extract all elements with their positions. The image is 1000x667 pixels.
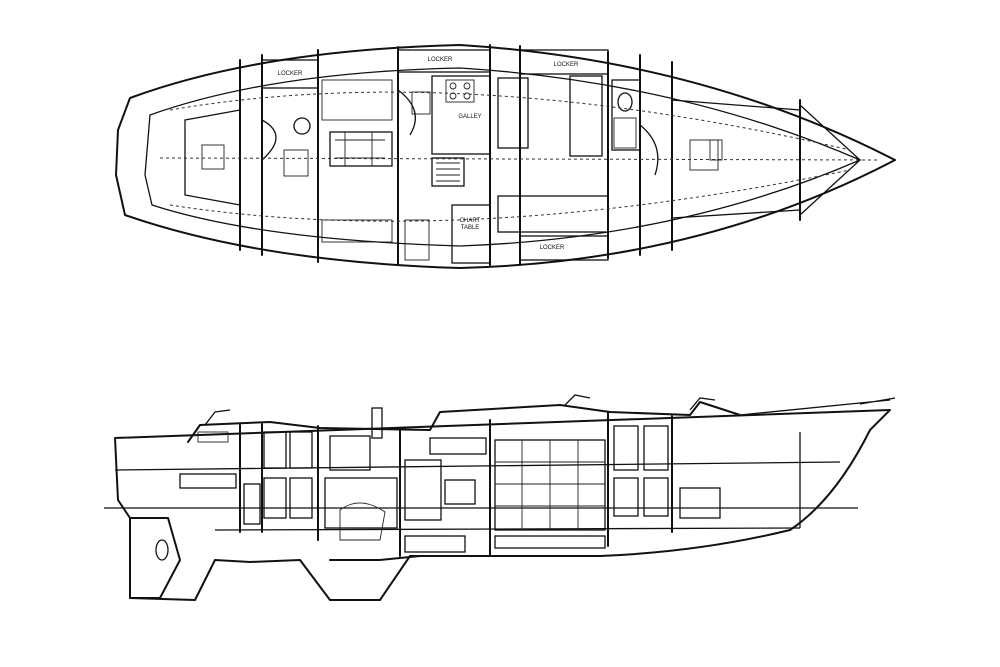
plan-toilet [617,92,633,112]
profile-deck-line [114,461,841,471]
plan-head [611,79,641,151]
profile-engine-detail [339,502,386,541]
profile-locker [613,477,639,517]
profile-hatch [689,397,716,411]
plan-hull-outline [115,44,896,269]
profile-companionway-steps [329,435,371,471]
profile-keel [329,555,421,561]
profile-tank [494,535,606,549]
plan-label-locker-aft: LOCKER [278,71,303,77]
plan-companionway [431,157,465,187]
plan-cabinet [283,149,309,177]
plan-locker-stbd [519,235,609,261]
plan-stove-burner [463,82,471,90]
plan-locker-aft [261,59,319,89]
profile-cabinet-grid [495,440,605,530]
plan-stove-burner [449,82,457,90]
plan-engine [329,131,393,167]
plan-sheer-stbd [169,169,851,222]
plan-galley [431,75,491,155]
plan-cabinet [404,219,430,261]
plan-door-swing [261,119,277,161]
plan-label-locker-fwd: LOCKER [554,62,579,68]
plan-locker-fwd [519,49,609,75]
plan-label-chart: CHART [460,218,481,224]
plan-wheel [293,117,311,135]
profile-cabin-sole [214,527,801,531]
profile-quarter-berth [179,473,237,489]
profile-engine [324,477,398,529]
profile-propeller [155,539,169,561]
plan-label-table: TABLE [461,225,480,231]
profile-vberth [679,487,721,519]
profile-galley-block [404,459,442,521]
profile-shelf [429,437,487,455]
plan-table [569,75,603,157]
plan-cabinet [321,79,393,121]
profile-hull-outline [114,409,891,601]
profile-bow-pulpit [739,397,896,416]
plan-chart-table [451,204,491,264]
profile-locker [643,425,669,471]
plan-stove [445,79,475,103]
plan-cabinet [709,139,723,161]
profile-locker [263,431,287,469]
profile-cabin-trunk [187,401,741,443]
profile-tank [404,535,466,553]
plan-cabinet [321,219,393,243]
plan-vberth [671,99,801,219]
profile-hatch [564,394,591,406]
profile-galley-stove [444,479,476,505]
plan-locker-mid [397,49,491,73]
plan-stove-burner [463,92,471,100]
profile-locker [643,477,669,517]
profile-rudder [129,517,181,599]
plan-sheer-port [169,91,851,151]
profile-mast-stub [371,407,383,439]
plan-label-locker-mid: LOCKER [428,57,453,63]
profile-locker [289,477,313,519]
plan-label-locker-stbd: LOCKER [540,245,565,251]
profile-locker [613,425,639,471]
plan-settee-stbd [497,195,609,233]
plan-engine-detail [335,132,385,166]
profile-dodger [204,409,231,426]
plan-anchor-locker [799,104,861,216]
plan-label-galley: GALLEY [458,114,481,120]
profile-locker [289,431,313,469]
profile-locker [243,483,261,525]
plan-door-swing [397,89,416,136]
profile-locker [263,477,287,519]
plan-door-swing [639,124,659,176]
profile-aft-vent [197,431,229,443]
plan-settee-port [497,77,529,149]
plan-centerline [159,157,881,161]
plan-fwd-hatch [689,139,719,171]
plan-cockpit-hatch [201,144,225,170]
plan-shower-grate [613,117,637,149]
plan-step-lines [436,162,460,182]
